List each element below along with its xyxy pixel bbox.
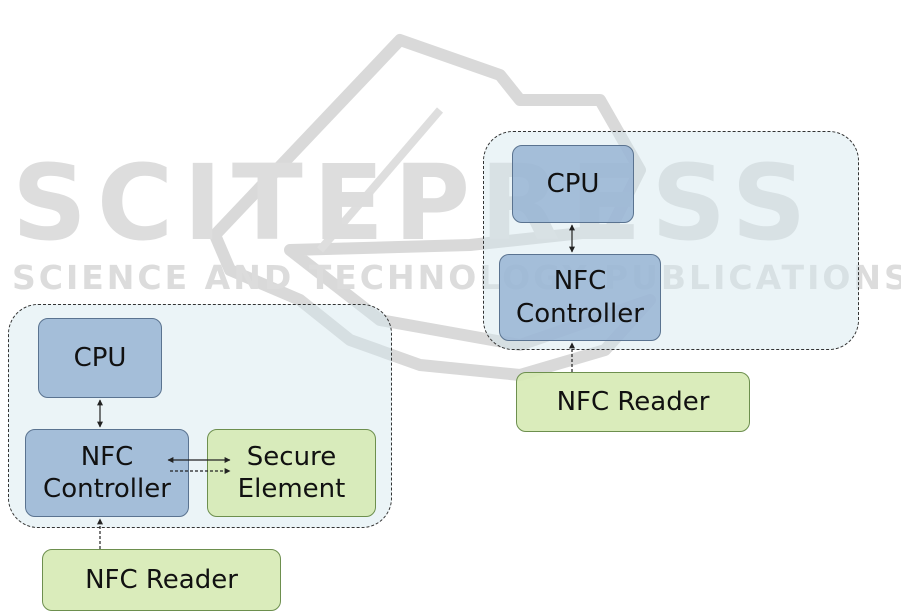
right-nfc-controller-box: NFC Controller (499, 254, 661, 341)
right-cpu-box: CPU (512, 145, 634, 223)
left-nfc-controller-label: NFC Controller (43, 441, 171, 506)
left-nfc-controller-box: NFC Controller (25, 429, 189, 517)
right-nfc-reader-box: NFC Reader (516, 372, 750, 432)
left-cpu-label: CPU (74, 342, 127, 375)
right-nfc-controller-label: NFC Controller (516, 265, 644, 330)
left-cpu-box: CPU (38, 318, 162, 398)
left-secure-element-label: Secure Element (238, 441, 346, 506)
left-secure-element-box: Secure Element (207, 429, 376, 517)
left-nfc-reader-box: NFC Reader (42, 549, 281, 611)
left-nfc-reader-label: NFC Reader (85, 564, 238, 597)
right-nfc-reader-label: NFC Reader (557, 386, 710, 419)
right-cpu-label: CPU (547, 168, 600, 201)
